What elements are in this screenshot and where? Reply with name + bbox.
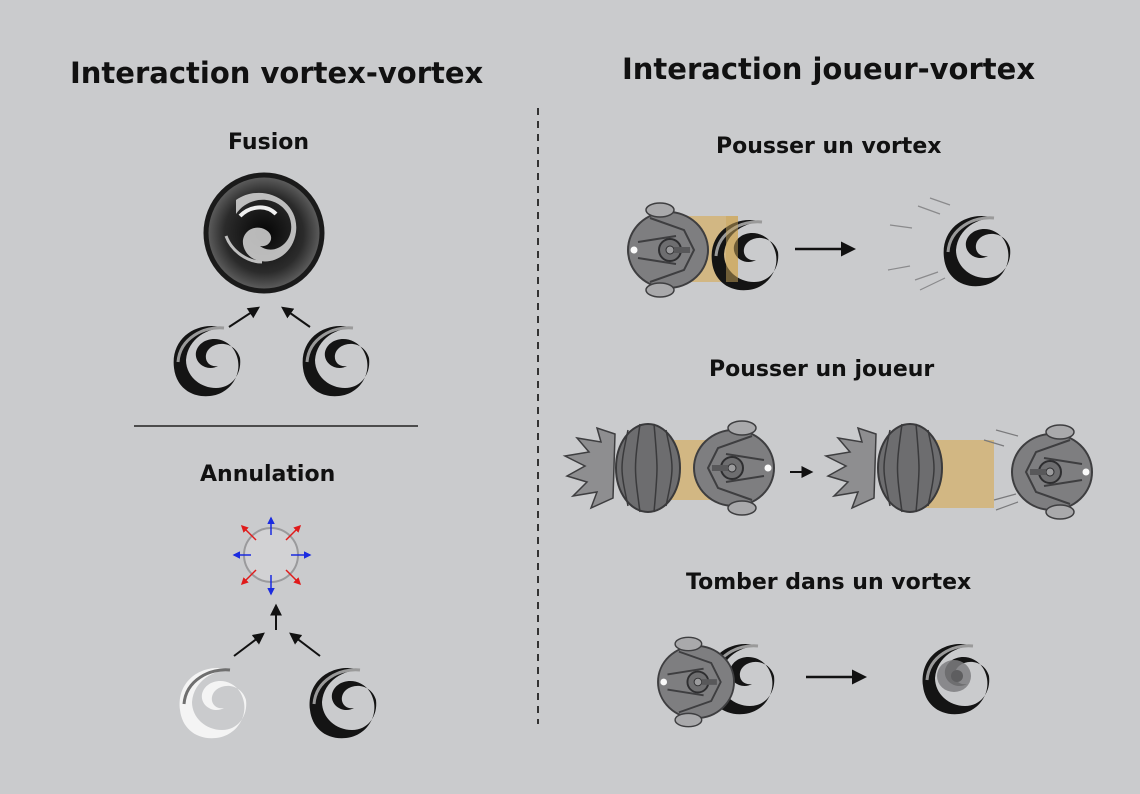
pushed-player-after (1011, 424, 1093, 520)
fusion-arrow-right (281, 306, 311, 328)
fusion-label: Fusion (228, 130, 310, 155)
annulation-vortex-dark (308, 666, 378, 740)
fall-vortex-after (921, 642, 991, 716)
pusher-cocoon-2 (877, 423, 943, 513)
annulation-arrow-left (233, 632, 265, 657)
push-vortex-vortex-after (942, 214, 1012, 288)
push-vortex-label: Pousser un vortex (716, 134, 942, 159)
pusher-hair-2 (825, 427, 877, 509)
annulation-label: Annulation (200, 462, 336, 487)
annulation-burst (232, 516, 312, 596)
fusion-vortex-left (172, 324, 242, 398)
pusher-hair-1 (564, 427, 616, 509)
motion-lines-1 (887, 197, 951, 291)
fall-vortex-label: Tomber dans un vortex (686, 570, 972, 595)
push-player-label: Pousser un joueur (709, 357, 935, 382)
annulation-arrow-right (289, 632, 321, 657)
motion-lines-2 (983, 429, 1019, 511)
right-panel-title: Interaction joueur-vortex (622, 52, 1036, 86)
fusion-vortex-right (301, 324, 371, 398)
annulation-vortex-light (178, 666, 248, 740)
fall-vortex-player (657, 636, 735, 728)
left-panel-title: Interaction vortex-vortex (70, 56, 484, 90)
fusion-arrow-left (228, 306, 261, 328)
pushed-player-before (693, 420, 775, 516)
fusion-merged-vortex (203, 172, 325, 294)
pusher-cocoon-1 (615, 423, 681, 513)
